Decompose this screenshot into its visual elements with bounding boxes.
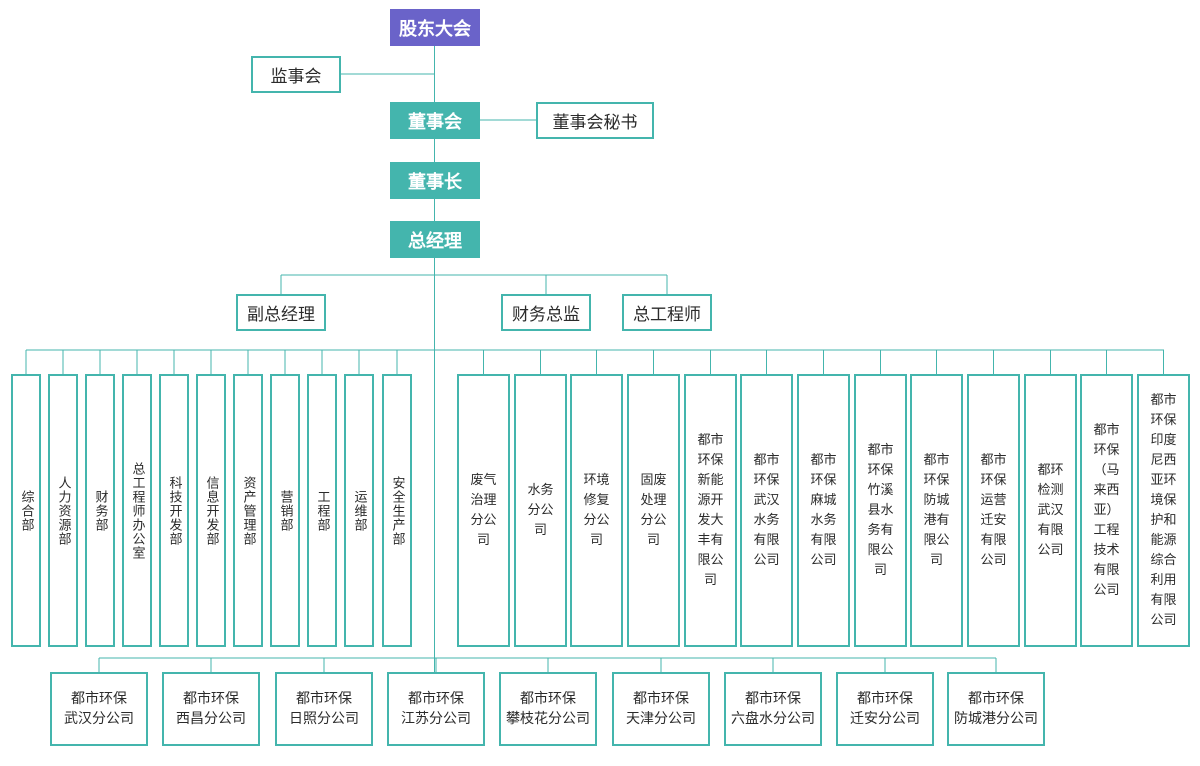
node-board: 董事会 <box>390 102 480 139</box>
subsidiary-box: 都市环保运营迁安有限公司 <box>967 374 1020 647</box>
branch-box: 都市环保 武汉分公司 <box>50 672 148 746</box>
branch-box: 都市环保 迁安分公司 <box>836 672 934 746</box>
department-box: 综合部 <box>11 374 41 647</box>
department-box: 人力资源部 <box>48 374 78 647</box>
department-box: 信息开发部 <box>196 374 226 647</box>
node-supervisors: 监事会 <box>251 56 341 93</box>
branch-box: 都市环保 天津分公司 <box>612 672 710 746</box>
department-box: 科技开发部 <box>159 374 189 647</box>
node-cfo: 财务总监 <box>501 294 591 331</box>
node-general-manager: 总经理 <box>390 221 480 258</box>
subsidiary-box: 水务分公司 <box>514 374 567 647</box>
subsidiary-box: 都市环保新能源开发大丰有限公司 <box>684 374 737 647</box>
department-box: 营销部 <box>270 374 300 647</box>
node-chief-engineer: 总工程师 <box>622 294 712 331</box>
branch-box: 都市环保 防城港分公司 <box>947 672 1045 746</box>
subsidiary-box: 都市环保防城港有限公司 <box>910 374 963 647</box>
node-chairman: 董事长 <box>390 162 480 199</box>
subsidiary-box: 固废处理分公司 <box>627 374 680 647</box>
subsidiary-box: 环境修复分公司 <box>570 374 623 647</box>
subsidiary-box: 废气治理分公司 <box>457 374 510 647</box>
branch-box: 都市环保 攀枝花分公司 <box>499 672 597 746</box>
subsidiary-box: 都市环保竹溪县水务有限公司 <box>854 374 907 647</box>
department-box: 安全生产部 <box>382 374 412 647</box>
department-box: 总工程师办公室 <box>122 374 152 647</box>
department-box: 资产管理部 <box>233 374 263 647</box>
branch-box: 都市环保 六盘水分公司 <box>724 672 822 746</box>
subsidiary-box: 都市环保麻城水务有限公司 <box>797 374 850 647</box>
node-deputy-gm: 副总经理 <box>236 294 326 331</box>
branch-box: 都市环保 西昌分公司 <box>162 672 260 746</box>
subsidiary-box: 都市环保武汉水务有限公司 <box>740 374 793 647</box>
department-box: 运维部 <box>344 374 374 647</box>
department-box: 工程部 <box>307 374 337 647</box>
subsidiary-box: 都市环保印度尼西亚环境保护和能源综合利用有限公司 <box>1137 374 1190 647</box>
branch-box: 都市环保 日照分公司 <box>275 672 373 746</box>
node-board-secretary: 董事会秘书 <box>536 102 654 139</box>
branch-box: 都市环保 江苏分公司 <box>387 672 485 746</box>
department-box: 财务部 <box>85 374 115 647</box>
subsidiary-box: 都市环保（马来西亚）工程技术有限公司 <box>1080 374 1133 647</box>
node-shareholders: 股东大会 <box>390 9 480 46</box>
subsidiary-box: 都环检测武汉有限公司 <box>1024 374 1077 647</box>
